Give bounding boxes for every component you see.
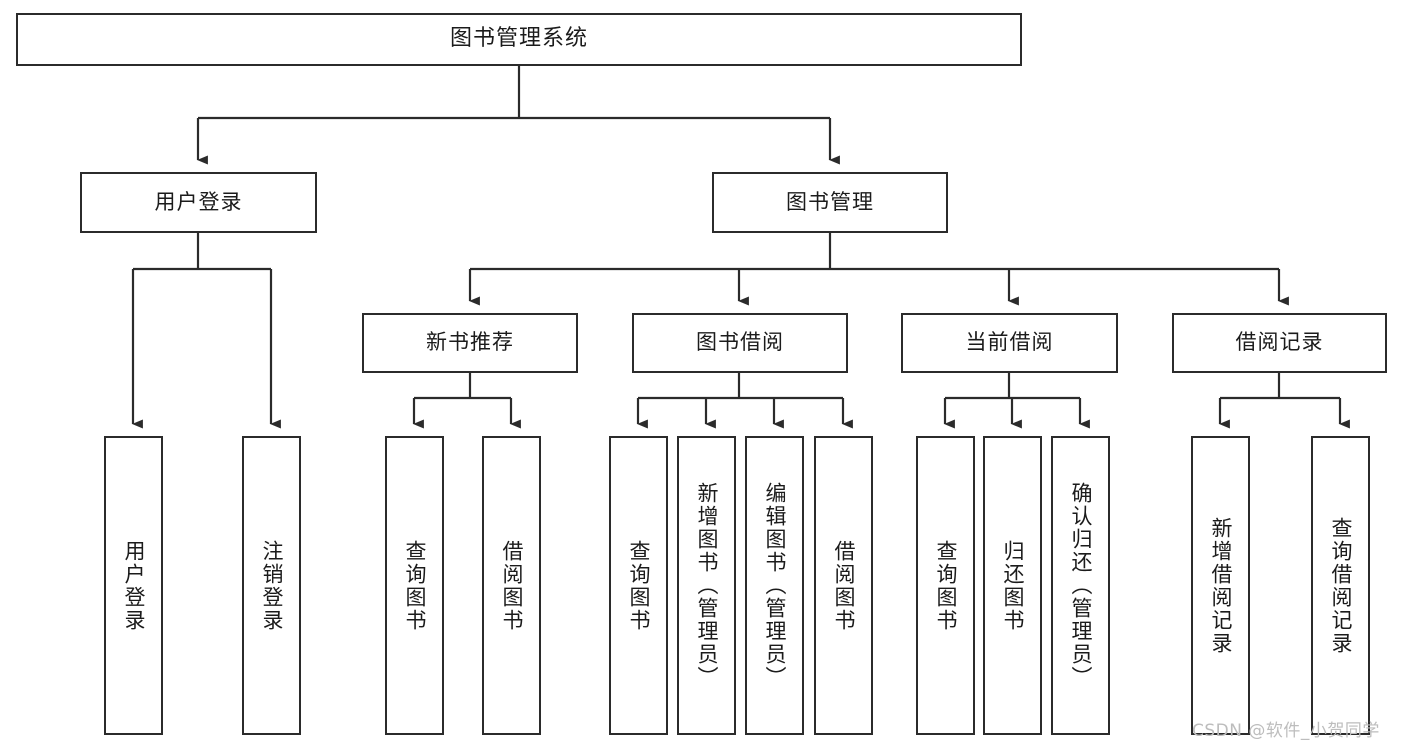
node-leaf-query-book-3[interactable]: 查询图书 bbox=[916, 436, 975, 735]
node-leaf-borrow-book-2-label: 借阅图书 bbox=[831, 539, 856, 632]
node-leaf-add-record[interactable]: 新增借阅记录 bbox=[1191, 436, 1250, 735]
node-leaf-query-record-label: 查询借阅记录 bbox=[1328, 516, 1353, 655]
node-leaf-query-record[interactable]: 查询借阅记录 bbox=[1311, 436, 1370, 735]
node-borrow-record-label: 借阅记录 bbox=[1235, 330, 1324, 355]
node-new-book-recommend[interactable]: 新书推荐 bbox=[362, 313, 578, 373]
node-leaf-query-book-1[interactable]: 查询图书 bbox=[385, 436, 444, 735]
node-leaf-query-book-1-label: 查询图书 bbox=[402, 539, 427, 632]
node-leaf-return-book[interactable]: 归还图书 bbox=[983, 436, 1042, 735]
node-current-borrow-label: 当前借阅 bbox=[965, 330, 1054, 355]
node-leaf-user-login-label: 用户登录 bbox=[121, 539, 146, 632]
node-book-borrow-label: 图书借阅 bbox=[696, 330, 784, 355]
node-leaf-return-book-label: 归还图书 bbox=[1000, 539, 1025, 632]
node-leaf-user-login[interactable]: 用户登录 bbox=[104, 436, 163, 735]
node-current-borrow[interactable]: 当前借阅 bbox=[901, 313, 1118, 373]
node-leaf-add-book-label: 新增图书（管理员） bbox=[694, 482, 719, 689]
watermark-text: CSDN @软件_小贺同学 bbox=[1192, 721, 1380, 741]
node-leaf-borrow-book-2[interactable]: 借阅图书 bbox=[814, 436, 873, 735]
node-book-management-label: 图书管理 bbox=[786, 189, 874, 214]
node-leaf-query-book-2-label: 查询图书 bbox=[626, 539, 651, 632]
node-leaf-query-book-2[interactable]: 查询图书 bbox=[609, 436, 668, 735]
node-leaf-borrow-book-1-label: 借阅图书 bbox=[499, 539, 524, 632]
node-leaf-add-book[interactable]: 新增图书（管理员） bbox=[677, 436, 736, 735]
node-leaf-confirm-return[interactable]: 确认归还（管理员） bbox=[1051, 436, 1110, 735]
node-borrow-record[interactable]: 借阅记录 bbox=[1172, 313, 1387, 373]
node-user-login-label: 用户登录 bbox=[154, 189, 243, 214]
node-new-book-recommend-label: 新书推荐 bbox=[426, 330, 514, 355]
node-leaf-edit-book[interactable]: 编辑图书（管理员） bbox=[745, 436, 804, 735]
node-leaf-query-book-3-label: 查询图书 bbox=[933, 539, 958, 632]
node-leaf-edit-book-label: 编辑图书（管理员） bbox=[762, 482, 787, 689]
node-user-login[interactable]: 用户登录 bbox=[80, 172, 317, 233]
node-root-label: 图书管理系统 bbox=[449, 26, 588, 52]
node-leaf-user-logout-label: 注销登录 bbox=[259, 539, 284, 632]
node-book-management[interactable]: 图书管理 bbox=[712, 172, 948, 233]
node-root[interactable]: 图书管理系统 bbox=[16, 13, 1022, 66]
node-book-borrow[interactable]: 图书借阅 bbox=[632, 313, 848, 373]
node-leaf-user-logout[interactable]: 注销登录 bbox=[242, 436, 301, 735]
node-leaf-confirm-return-label: 确认归还（管理员） bbox=[1068, 482, 1093, 689]
node-leaf-add-record-label: 新增借阅记录 bbox=[1208, 516, 1233, 655]
node-leaf-borrow-book-1[interactable]: 借阅图书 bbox=[482, 436, 541, 735]
